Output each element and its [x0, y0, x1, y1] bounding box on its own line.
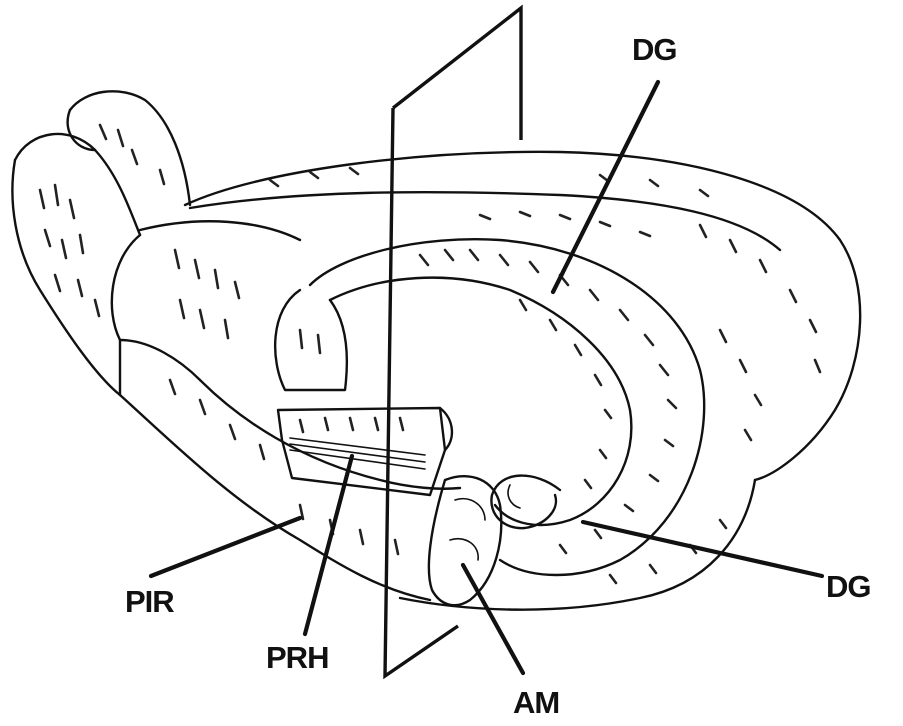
leader-dg-top [553, 82, 658, 292]
hippocampal-loop [275, 239, 704, 575]
leader-dg-right [583, 522, 822, 576]
label-dg-right: DG [826, 569, 871, 604]
label-prh: PRH [266, 640, 328, 675]
label-am: AM [513, 685, 559, 720]
hemisphere-outline [185, 152, 860, 610]
leader-pir [151, 518, 300, 576]
section-plane [385, 8, 521, 676]
leader-lines [151, 82, 822, 673]
structure-labels: DG DG PIR PRH AM [125, 32, 871, 720]
label-dg-top: DG [632, 32, 677, 67]
label-pir: PIR [125, 584, 174, 619]
leader-am [463, 565, 523, 673]
hatching-texture [40, 125, 820, 583]
cut-block [278, 408, 452, 495]
amygdala-knob [429, 476, 501, 605]
